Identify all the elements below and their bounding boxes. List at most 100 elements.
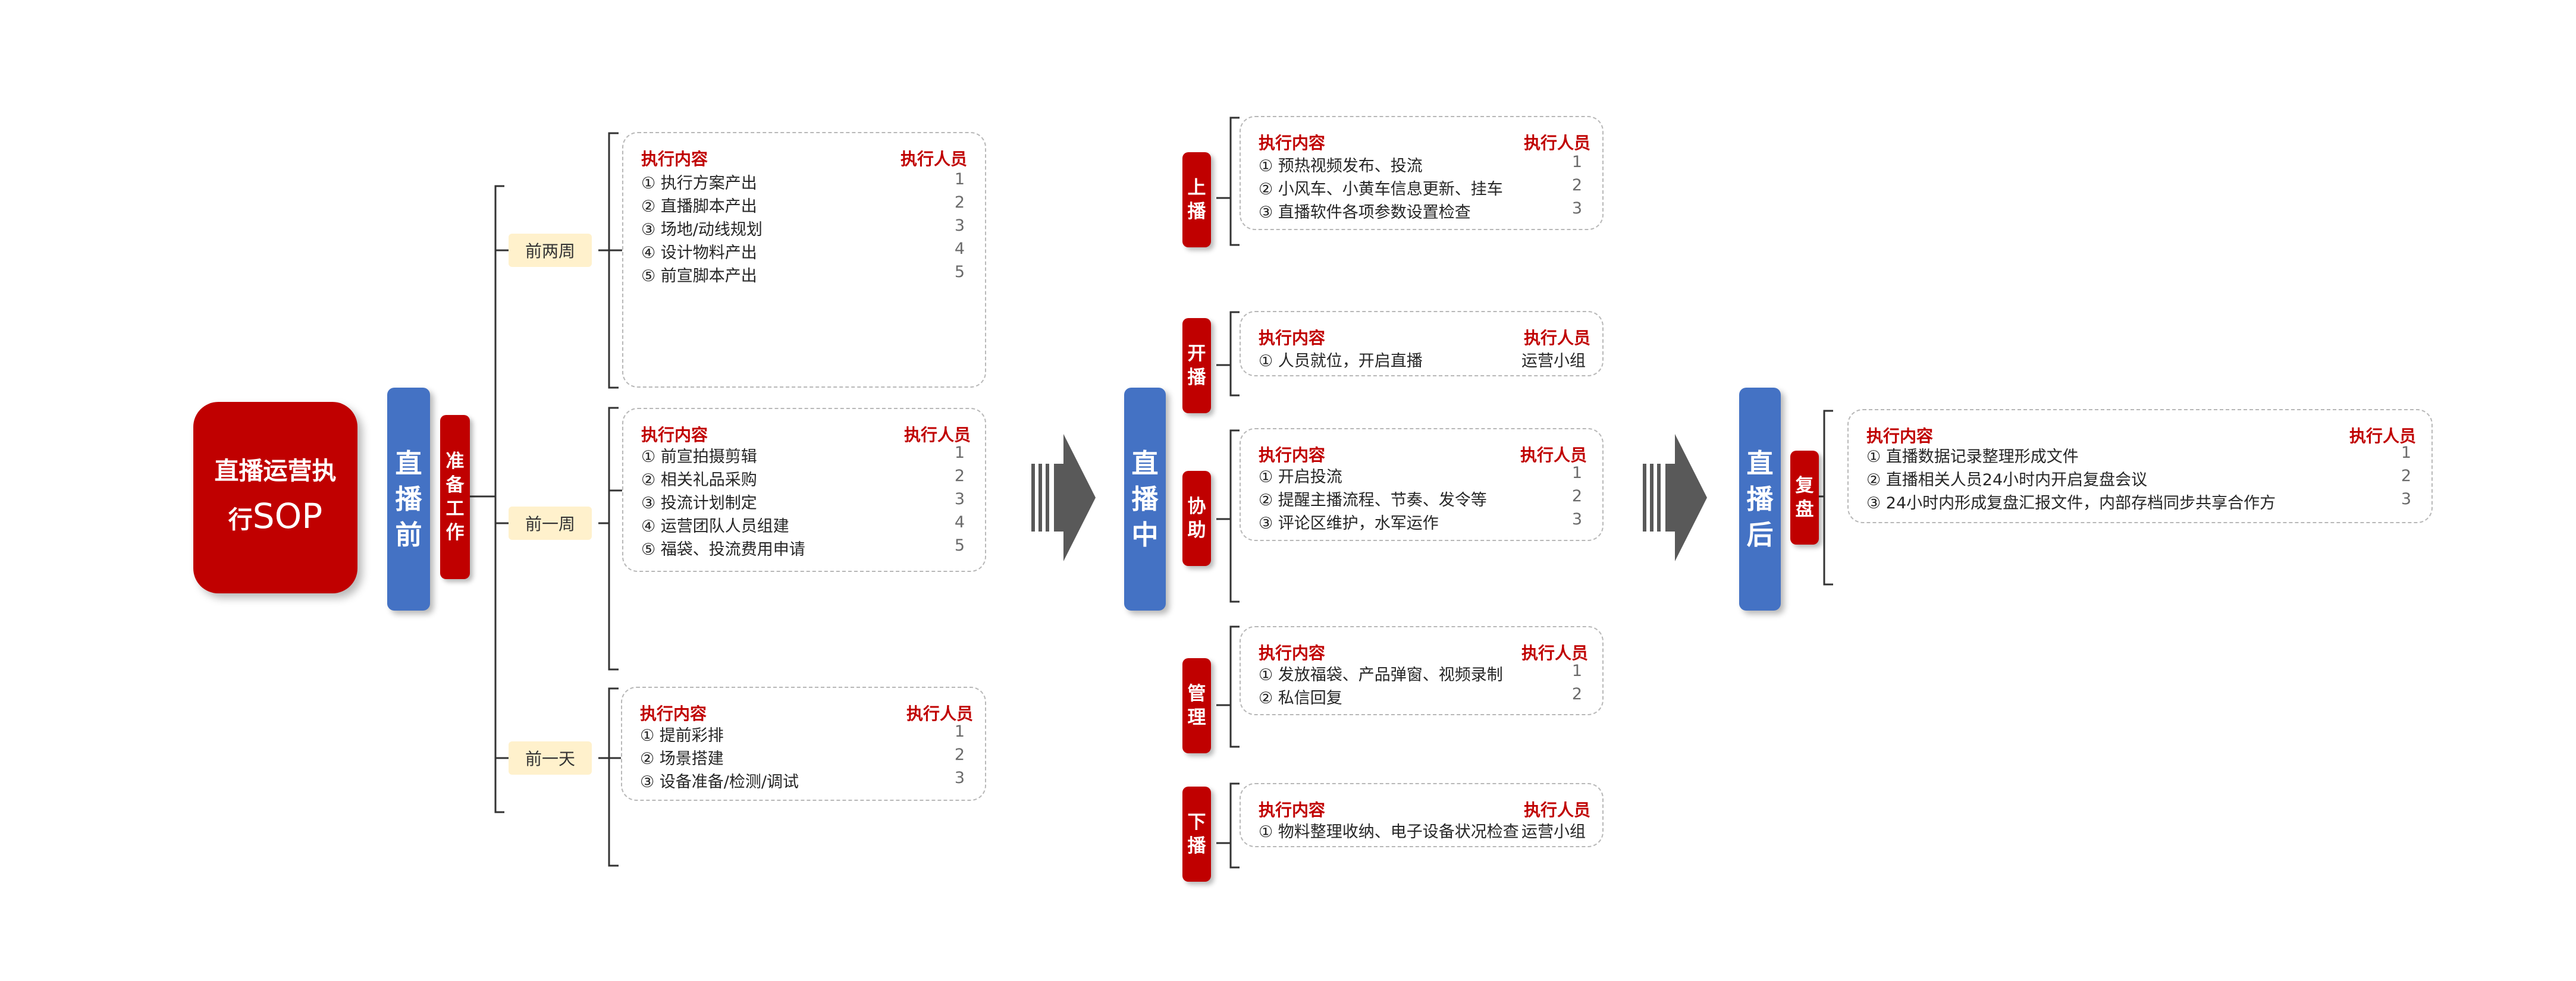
task-card-go-live-prep: 执行内容 执行人员 ① 预热视频发布、投流 1 ② 小风车、小黄车信息更新、挂车… (1240, 116, 1604, 230)
task-item: ① 前宣拍摄剪辑 (641, 448, 757, 466)
task-item-num: 1 (2401, 444, 2411, 462)
phase-during-char: 直 (1131, 447, 1159, 479)
task-item-num: 1 (954, 170, 965, 188)
task-item-person: 运营小组 (1521, 352, 1586, 370)
bracket-before (494, 185, 504, 813)
bracket-after (1823, 410, 1833, 586)
sub-char: 复 (1795, 475, 1814, 496)
task-item: ② 直播脚本产出 (641, 197, 757, 216)
sub-prep-work: 准 备 工 作 (440, 415, 470, 579)
bracket-during-1 (1229, 117, 1240, 246)
task-item-num: 2 (1571, 685, 1582, 703)
task-item-num: 3 (2401, 490, 2411, 508)
person-header: 执行人员 (1521, 643, 1589, 663)
task-item: ③ 24小时内形成复盘汇报文件，内部存档同步共享合作方 (1866, 494, 2276, 512)
sub-char: 作 (445, 522, 465, 543)
task-item: ① 物料整理收纳、电子设备状况检查 (1259, 823, 1519, 841)
task-item-person: 运营小组 (1521, 823, 1586, 841)
task-item: ③ 场地/动线规划 (641, 221, 763, 239)
task-item: ③ 投流计划制定 (641, 494, 757, 512)
task-item-num: 3 (954, 216, 965, 235)
sub-char: 播 (1187, 835, 1206, 857)
task-item: ④ 设计物料产出 (641, 244, 757, 262)
task-item-num: 2 (1571, 176, 1582, 194)
task-item: ① 开启投流 (1259, 468, 1342, 486)
task-card-manage: 执行内容 执行人员 ① 发放福袋、产品弹窗、视频录制 1 ② 私信回复 2 (1240, 626, 1604, 715)
sub-char: 理 (1187, 707, 1206, 728)
task-item: ② 直播相关人员24小时内开启复盘会议 (1866, 471, 2148, 489)
content-header: 执行内容 (1259, 800, 1326, 820)
content-header: 执行内容 (1259, 133, 1326, 153)
sub-char: 协 (1187, 496, 1206, 517)
task-item: ① 预热视频发布、投流 (1259, 157, 1423, 175)
person-header: 执行人员 (906, 704, 974, 724)
phase-during: 直 播 中 (1124, 388, 1166, 611)
task-item-num: 1 (954, 722, 965, 741)
sub-start-stream: 开 播 (1182, 318, 1211, 413)
task-item: ① 人员就位，开启直播 (1259, 352, 1423, 370)
phase-before-char: 前 (395, 518, 422, 551)
task-item: ③ 设备准备/检测/调试 (640, 773, 799, 791)
content-header: 执行内容 (1259, 328, 1326, 348)
phase-during-char: 中 (1131, 518, 1159, 551)
task-item-num: 5 (954, 536, 965, 555)
person-header: 执行人员 (1524, 133, 1591, 153)
sub-char: 工 (445, 498, 465, 520)
bracket-during-4 (1229, 625, 1240, 748)
person-header: 执行人员 (904, 425, 971, 445)
task-item-num: 2 (1571, 487, 1582, 505)
task-item-num: 2 (954, 193, 965, 212)
sub-go-live-prep: 上 播 (1182, 152, 1211, 247)
content-header: 执行内容 (1866, 426, 1934, 446)
task-item-num: 1 (1571, 464, 1582, 482)
task-item-num: 1 (954, 444, 965, 462)
content-header: 执行内容 (1259, 445, 1326, 465)
task-item-num: 2 (954, 746, 965, 764)
phase-after-char: 直 (1746, 447, 1774, 479)
sub-review: 复 盘 (1790, 451, 1819, 545)
task-item-num: 2 (954, 467, 965, 485)
task-item: ③ 直播软件各项参数设置检查 (1259, 203, 1471, 222)
person-header: 执行人员 (1524, 328, 1591, 348)
task-card-two-weeks: 执行内容 执行人员 ① 执行方案产出 1 ② 直播脚本产出 2 ③ 场地/动线规… (622, 132, 986, 388)
sub-char: 下 (1187, 812, 1206, 833)
task-item-num: 1 (1571, 153, 1582, 171)
task-item-num: 4 (954, 513, 965, 532)
task-item-num: 2 (2401, 467, 2411, 485)
bracket-during-5 (1229, 782, 1240, 869)
main-title-sop: SOP (252, 495, 323, 536)
task-item: ① 提前彩排 (640, 727, 724, 745)
sub-assist: 协 助 (1182, 471, 1211, 566)
main-title: 直播运营执 行SOP (193, 402, 357, 593)
sub-char: 管 (1187, 683, 1206, 705)
phase-before-char: 播 (395, 483, 422, 515)
phase-after-char: 播 (1746, 483, 1774, 515)
task-item: ⑤ 前宣脚本产出 (641, 267, 757, 285)
task-card-one-week: 执行内容 执行人员 ① 前宣拍摄剪辑 1 ② 相关礼品采购 2 ③ 投流计划制定… (622, 408, 986, 572)
timeframe-two-weeks: 前两周 (509, 234, 592, 267)
timeframe-one-day: 前一天 (509, 741, 592, 775)
bracket-during-3 (1229, 429, 1240, 603)
sub-end-stream: 下 播 (1182, 787, 1211, 882)
person-header: 执行人员 (2349, 426, 2417, 446)
sub-char: 助 (1187, 520, 1206, 541)
sub-char: 播 (1187, 367, 1206, 388)
task-item: ① 发放福袋、产品弹窗、视频录制 (1259, 666, 1503, 684)
task-item: ② 私信回复 (1259, 689, 1342, 708)
task-item: ① 执行方案产出 (641, 174, 757, 193)
task-item: ② 提醒主播流程、节奏、发令等 (1259, 491, 1487, 510)
task-item-num: 3 (954, 769, 965, 787)
person-header: 执行人员 (1524, 800, 1591, 820)
sub-manage: 管 理 (1182, 658, 1211, 753)
task-item: ④ 运营团队人员组建 (641, 517, 789, 536)
arrow-before-to-during (1031, 434, 1096, 561)
task-card-end-stream: 执行内容 执行人员 ① 物料整理收纳、电子设备状况检查 运营小组 (1240, 783, 1604, 847)
task-item-num: 3 (1571, 199, 1582, 218)
sub-char: 播 (1187, 201, 1206, 222)
phase-before-char: 直 (395, 447, 422, 479)
task-card-start-stream: 执行内容 执行人员 ① 人员就位，开启直播 运营小组 (1240, 311, 1604, 376)
phase-during-char: 播 (1131, 483, 1159, 515)
main-title-line1: 直播运营执 (214, 456, 337, 485)
task-item-num: 1 (1571, 662, 1582, 680)
